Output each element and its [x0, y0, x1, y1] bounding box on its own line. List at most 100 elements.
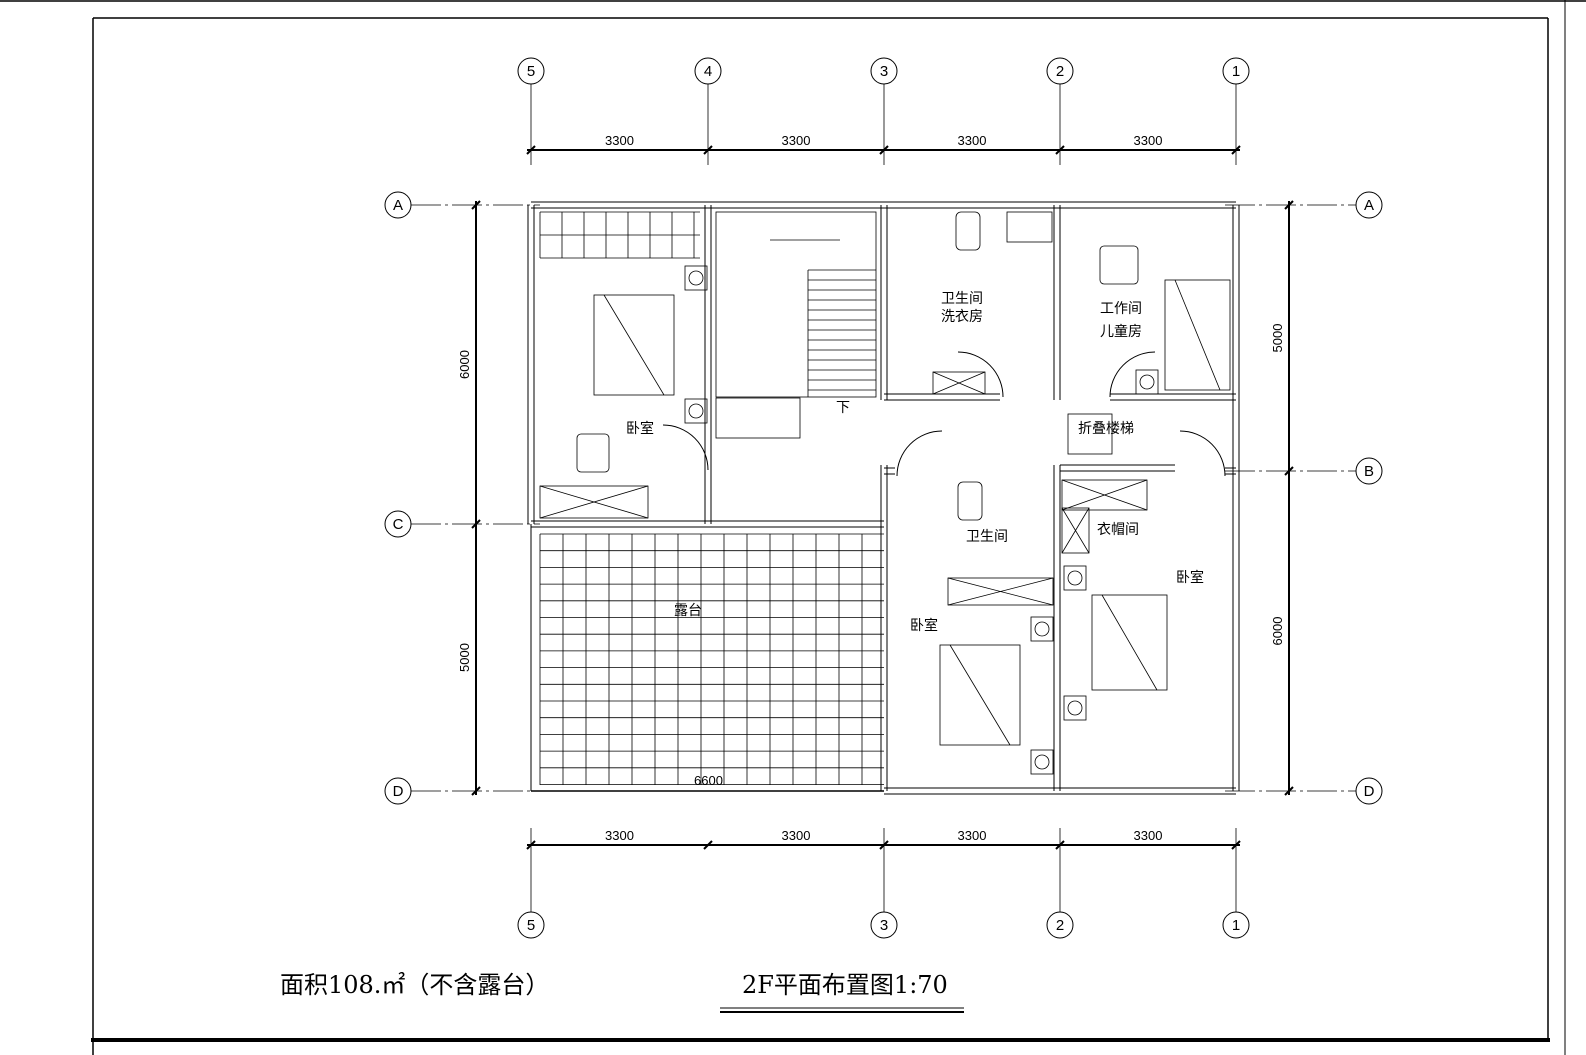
axis-bubble-right-A: A [1355, 191, 1383, 219]
axis-bubble-label: 1 [1232, 63, 1240, 80]
axis-bubble-circle [1046, 911, 1074, 939]
axis-bubble-circle [694, 57, 722, 85]
axis-bubble-right-B: B [1355, 457, 1383, 485]
axis-bubble-left-A: A [384, 191, 412, 219]
toilet [957, 481, 983, 521]
room-label-bedroom-s: 卧室 [910, 617, 938, 634]
dimension-label: 3300 [782, 828, 811, 843]
axis-bubble-label: 2 [1056, 917, 1064, 934]
room-label-workroom: 工作间 [1100, 301, 1142, 317]
nightstand [1135, 369, 1159, 395]
axis-bubble-circle [384, 510, 412, 538]
dimension-tick [1284, 200, 1294, 210]
room-label-bathroom: 卫生间 [941, 291, 983, 307]
folding-stair-label: 折叠楼梯 [1078, 421, 1134, 437]
axis-bubble-circle [1222, 57, 1250, 85]
wardrobe [932, 371, 986, 395]
room-label-kids-room: 儿童房 [1100, 323, 1142, 340]
axis-bubble-label: A [1364, 197, 1374, 214]
door-swing [896, 430, 943, 477]
axis-bubble-bottom-2: 2 [1046, 911, 1074, 939]
nightstand [684, 265, 708, 291]
drawing-title: 2F平面布置图1:70 [742, 971, 948, 999]
wall [531, 201, 1236, 209]
axis-bubble-circle [870, 57, 898, 85]
axis-bubble-left-D: D [384, 777, 412, 805]
dimension-tick [526, 840, 536, 850]
dimension-tick [879, 145, 889, 155]
nightstand [1030, 749, 1054, 775]
axis-bubble-label: 1 [1232, 917, 1240, 934]
wall [704, 205, 712, 524]
wall [527, 205, 535, 524]
wardrobe [1061, 507, 1090, 554]
axis-bubble-label: D [1364, 783, 1375, 800]
dimension-tick [471, 200, 481, 210]
axis-bubble-circle [384, 777, 412, 805]
room-label-terrace: 露台 [674, 603, 702, 619]
room-label-bedroom-se: 卧室 [1176, 569, 1204, 586]
axis-bubble-top-2: 2 [1046, 57, 1074, 85]
stair-down-label: 下 [836, 400, 850, 416]
nightstand [1063, 565, 1087, 591]
axis-bubble-circle [1355, 457, 1383, 485]
dimension-tick [703, 145, 713, 155]
axis-bubble-circle [517, 911, 545, 939]
wardrobe [539, 485, 649, 519]
armchair [1099, 245, 1139, 285]
staircase [715, 211, 877, 398]
wardrobe [947, 577, 1054, 606]
wall [1053, 465, 1061, 791]
door-swing [1179, 430, 1226, 477]
dimension-tick [879, 840, 889, 850]
dimension-label: 5000 [457, 643, 472, 672]
axis-bubble-label: A [393, 197, 403, 214]
nightstand [1063, 695, 1087, 721]
axis-bubble-left-C: C [384, 510, 412, 538]
room-labels: 卧室 下 卫生间 洗衣房 工作间 儿童房 折叠楼梯 露台 卫生间 衣帽间 卧室 … [626, 291, 1204, 788]
dimension-label: 3300 [1134, 133, 1163, 148]
bed [939, 644, 1021, 746]
axis-bubble-label: C [393, 516, 404, 533]
folding-stair-box [1067, 413, 1113, 455]
dimension-tick [1231, 840, 1241, 850]
dimension-tick [703, 840, 713, 850]
axis-bubble-label: B [1364, 463, 1374, 480]
dimension-label: 3300 [782, 133, 811, 148]
wall [531, 520, 884, 528]
dimension-tick [1284, 466, 1294, 476]
dimension-tick [471, 786, 481, 796]
axis-bubble-circle [517, 57, 545, 85]
dimension-label: 3300 [958, 828, 987, 843]
toilet [955, 211, 981, 251]
wall [884, 467, 895, 475]
axis-bubble-circle [1046, 57, 1074, 85]
room-label-laundry: 洗衣房 [941, 309, 983, 325]
axis-bubble-label: 5 [527, 63, 535, 80]
wall [1110, 393, 1236, 401]
axis-bubble-bottom-5: 5 [517, 911, 545, 939]
dimension-label: 5000 [1270, 324, 1285, 353]
axis-bubble-label: 4 [704, 63, 712, 80]
wall [1053, 205, 1061, 400]
dimension-label: 6000 [457, 350, 472, 379]
axis-bubble-bottom-1: 1 [1222, 911, 1250, 939]
sofa [715, 397, 801, 439]
dimension-tick [526, 145, 536, 155]
door-swing [957, 351, 1004, 398]
axis-bubble-top-5: 5 [517, 57, 545, 85]
axis-bubble-bottom-3: 3 [870, 911, 898, 939]
dimension-label: 3300 [1134, 828, 1163, 843]
axis-bubble-label: 5 [527, 917, 535, 934]
wall [1232, 205, 1240, 791]
armchair [576, 433, 610, 473]
axis-bubble-top-3: 3 [870, 57, 898, 85]
bed [593, 294, 675, 396]
bed [1164, 279, 1231, 391]
axis-bubble-circle [384, 191, 412, 219]
room-label-bedroom-nw: 卧室 [626, 420, 654, 437]
dimension-tick [1055, 145, 1065, 155]
terrace-dimension: 6600 [694, 773, 723, 788]
dimension-label: 3300 [605, 133, 634, 148]
